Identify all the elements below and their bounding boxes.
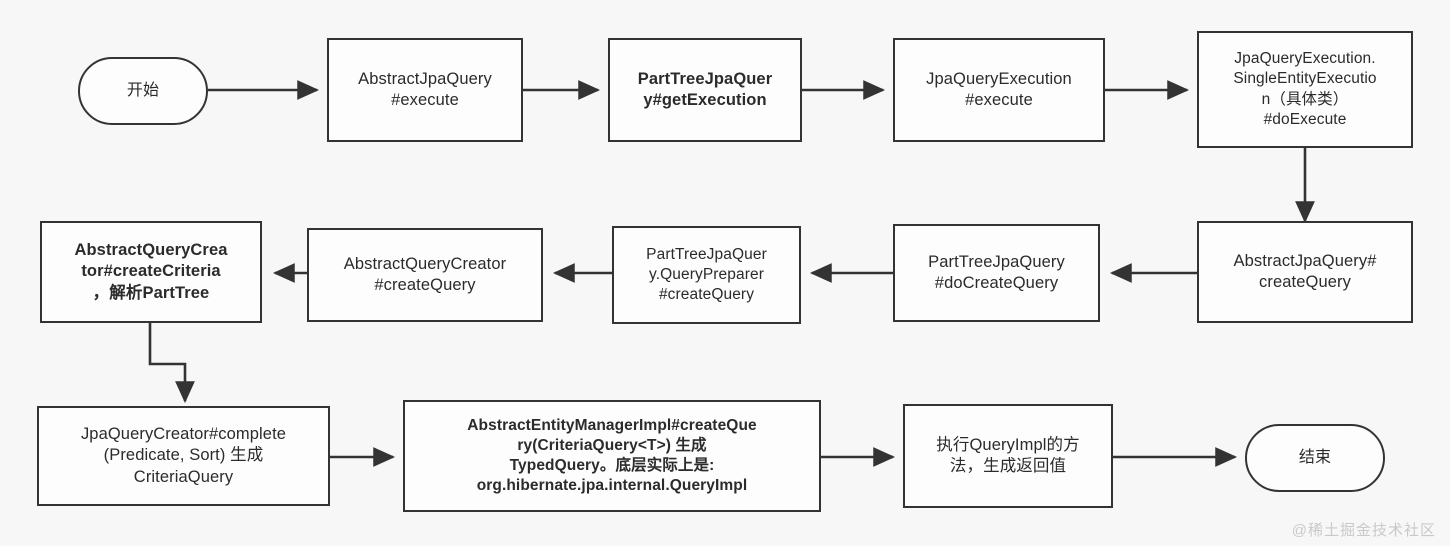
node-abstractjpaquery-createquery-label: AbstractJpaQuery# createQuery	[1233, 251, 1377, 291]
node-abstractquerycreator-createquery-label: AbstractQueryCreator #createQuery	[343, 254, 507, 294]
node-parttreejpaquery-getexecution-label: PartTreeJpaQuer y#getExecution	[637, 69, 773, 109]
node-singleentityexecution-doexecute[interactable]: JpaQueryExecution. SingleEntityExecutio …	[1197, 31, 1413, 148]
node-execute-queryimpl[interactable]: 执行QueryImpl的方 法，生成返回值	[903, 404, 1113, 508]
node-querypreparer-createquery-label: PartTreeJpaQuer y.QueryPreparer #createQ…	[646, 245, 767, 304]
node-parttreejpaquery-docreatequery-label: PartTreeJpaQuery #doCreateQuery	[928, 252, 1065, 292]
node-start[interactable]: 开始	[78, 57, 208, 125]
edge-n10-to-n11	[148, 322, 195, 404]
node-jpaquerycreator-complete-label: JpaQueryCreator#complete (Predicate, Sor…	[80, 424, 287, 486]
node-abstractentitymanagerimpl-createquery[interactable]: AbstractEntityManagerImpl#createQue ry(C…	[403, 400, 821, 512]
node-start-label: 开始	[126, 81, 160, 99]
node-parttreejpaquery-docreatequery[interactable]: PartTreeJpaQuery #doCreateQuery	[893, 224, 1100, 322]
node-abstractjpaquery-execute[interactable]: AbstractJpaQuery #execute	[327, 38, 523, 142]
node-abstractjpaquery-execute-label: AbstractJpaQuery #execute	[358, 69, 492, 109]
node-jpaquerycreator-complete[interactable]: JpaQueryCreator#complete (Predicate, Sor…	[37, 406, 330, 506]
node-querypreparer-createquery[interactable]: PartTreeJpaQuer y.QueryPreparer #createQ…	[612, 226, 801, 324]
node-abstractquerycreator-createcriteria-label: AbstractQueryCrea tor#createCriteria ，解析…	[74, 240, 228, 302]
node-execute-queryimpl-label: 执行QueryImpl的方 法，生成返回值	[936, 435, 1080, 475]
watermark: @稀土掘金技术社区	[1291, 522, 1436, 539]
node-end-label: 结束	[1298, 448, 1332, 466]
node-abstractentitymanagerimpl-createquery-label: AbstractEntityManagerImpl#createQue ry(C…	[467, 416, 757, 495]
node-jpaqueryexecution-execute-label: JpaQueryExecution #execute	[926, 69, 1072, 109]
node-abstractquerycreator-createquery[interactable]: AbstractQueryCreator #createQuery	[307, 228, 543, 322]
node-jpaqueryexecution-execute[interactable]: JpaQueryExecution #execute	[893, 38, 1105, 142]
node-parttreejpaquery-getexecution[interactable]: PartTreeJpaQuer y#getExecution	[608, 38, 802, 142]
node-abstractquerycreator-createcriteria[interactable]: AbstractQueryCrea tor#createCriteria ，解析…	[40, 221, 262, 323]
node-abstractjpaquery-createquery[interactable]: AbstractJpaQuery# createQuery	[1197, 221, 1413, 323]
node-end[interactable]: 结束	[1245, 424, 1385, 492]
node-singleentityexecution-doexecute-label: JpaQueryExecution. SingleEntityExecutio …	[1233, 50, 1377, 128]
